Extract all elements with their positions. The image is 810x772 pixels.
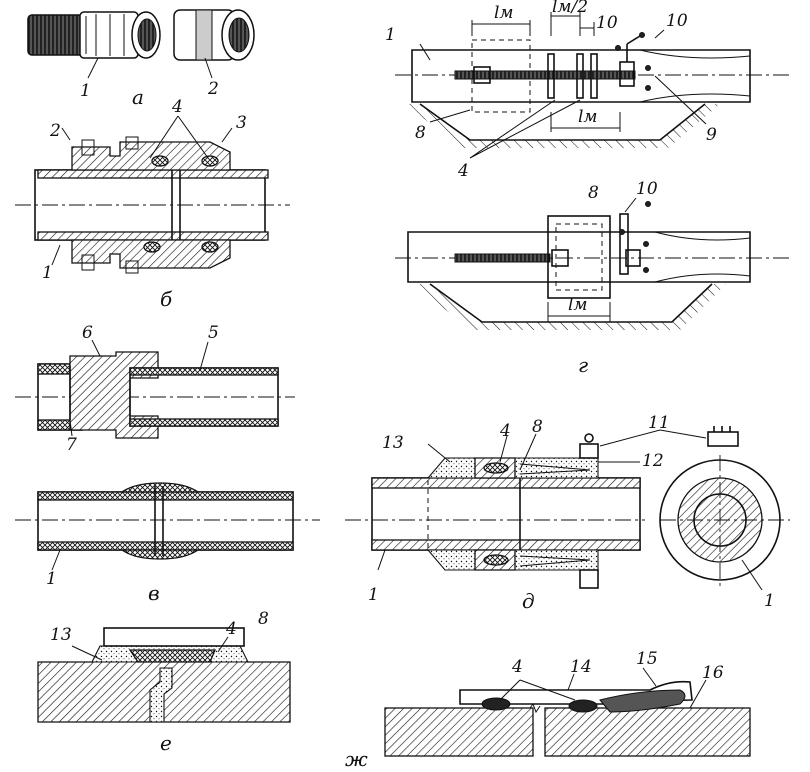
label-d-1: 1 bbox=[368, 585, 379, 605]
label-b-1: 1 bbox=[42, 263, 53, 283]
caption-g: г bbox=[578, 353, 588, 377]
label-g-10c: 10 bbox=[636, 179, 658, 199]
caption-zh: ж bbox=[345, 747, 368, 771]
label-d-1b: 1 bbox=[764, 591, 775, 611]
panel-a: 1 2 а bbox=[27, 9, 255, 109]
panel-g-upper: 1 8 4 10 10 9 lм lм/2 lм bbox=[385, 0, 790, 181]
label-d-8: 8 bbox=[532, 417, 543, 437]
label-g-1: 1 bbox=[385, 25, 396, 45]
label-e-13: 13 bbox=[50, 625, 72, 645]
label-a-1: 1 bbox=[80, 81, 91, 101]
panel-g-lower: 8 10 lм г bbox=[395, 179, 790, 377]
caption-a: а bbox=[132, 85, 144, 109]
label-d-12: 12 bbox=[642, 451, 664, 471]
label-v-6: 6 bbox=[82, 323, 93, 343]
label-b-2: 2 bbox=[49, 121, 61, 141]
label-zh-15: 15 bbox=[636, 649, 658, 669]
label-zh-14: 14 bbox=[570, 657, 592, 677]
dim-lm-half: lм/2 bbox=[552, 0, 588, 17]
label-e-8: 8 bbox=[258, 609, 269, 629]
label-b-3: 3 bbox=[236, 113, 247, 133]
label-g-8b: 8 bbox=[588, 183, 599, 203]
caption-v: в bbox=[148, 581, 160, 605]
label-g-8: 8 bbox=[415, 123, 426, 143]
label-a-2: 2 bbox=[207, 79, 219, 99]
label-g-4: 4 bbox=[457, 161, 469, 181]
panel-e: 13 4 8 е bbox=[37, 609, 291, 755]
label-g-10a: 10 bbox=[596, 13, 618, 33]
panel-zh: 4 14 15 16 ж bbox=[345, 649, 751, 771]
caption-d: д bbox=[522, 589, 535, 613]
panel-d: 13 4 8 11 12 1 1 д bbox=[345, 413, 790, 613]
caption-e: е bbox=[160, 731, 172, 755]
label-g-9: 9 bbox=[706, 125, 717, 145]
label-zh-16: 16 bbox=[702, 663, 724, 683]
label-d-4: 4 bbox=[499, 421, 511, 441]
label-d-11: 11 bbox=[648, 413, 670, 433]
dim-lm-3: lм bbox=[568, 295, 588, 315]
label-g-10b: 10 bbox=[666, 11, 688, 31]
label-v-5: 5 bbox=[208, 323, 219, 343]
label-v-7: 7 bbox=[66, 435, 77, 455]
threaded-nipple bbox=[27, 11, 161, 59]
label-e-4: 4 bbox=[225, 619, 237, 639]
label-zh-4: 4 bbox=[511, 657, 523, 677]
panel-v-upper: 6 5 7 bbox=[15, 323, 295, 455]
panel-v: 1 в bbox=[15, 482, 320, 605]
socket-coupling bbox=[173, 9, 255, 61]
caption-b: б bbox=[160, 287, 173, 311]
label-b-4: 4 bbox=[171, 97, 183, 117]
panel-b: 2 4 3 1 б bbox=[15, 97, 290, 311]
dim-lm-2: lм bbox=[578, 107, 598, 127]
label-d-13: 13 bbox=[382, 433, 404, 453]
label-v-1: 1 bbox=[46, 569, 57, 589]
dim-lm-1: lм bbox=[494, 3, 514, 23]
